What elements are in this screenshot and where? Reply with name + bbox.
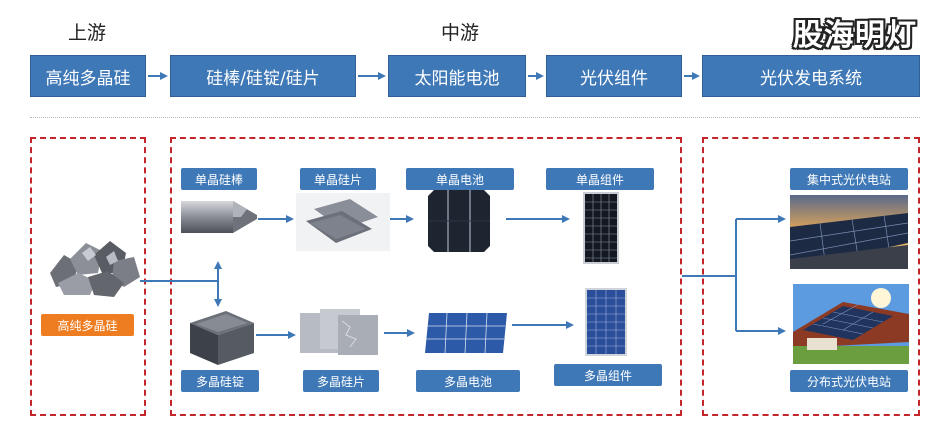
stage-label-downstream: 下游 (797, 22, 836, 44)
chain-step-silicon-rod-ingot-wafer: 硅棒/硅锭/硅片 (170, 55, 356, 97)
mono-rod-label: 单晶硅棒 (181, 168, 257, 190)
mono-silicon-wafer-image (296, 193, 390, 251)
polysilicon-chunks-image (50, 241, 140, 297)
distributed-pv-station-image (793, 284, 909, 364)
centralized-station-label: 集中式光伏电站 (790, 168, 908, 190)
polysilicon-label: 高纯多晶硅 (41, 314, 134, 336)
stage-label-midstream: 中游 (441, 22, 480, 44)
watermark-logo: 股海明灯 (793, 18, 917, 53)
upstream-group-box (30, 137, 146, 416)
poly-solar-cell-image (425, 313, 507, 353)
mono-pv-module-image (583, 192, 619, 264)
mono-solar-cell-image (428, 190, 490, 252)
centralized-pv-station-image (790, 195, 908, 269)
distributed-station-label: 分布式光伏电站 (790, 370, 908, 392)
mono-cell-label: 单晶电池 (406, 168, 514, 190)
divider-line (30, 117, 920, 118)
poly-silicon-wafer-image (300, 309, 378, 355)
chain-step-solar-cell: 太阳能电池 (388, 55, 526, 97)
poly-pv-module-image (585, 288, 627, 356)
midstream-group-box (170, 137, 682, 416)
poly-ingot-label: 多晶硅锭 (181, 370, 259, 392)
stage-label-upstream: 上游 (68, 22, 107, 44)
chain-step-polysilicon: 高纯多晶硅 (30, 55, 146, 97)
mono-module-label: 单晶组件 (546, 168, 654, 190)
poly-module-label: 多晶组件 (554, 364, 662, 386)
poly-wafer-label: 多晶硅片 (303, 370, 379, 392)
poly-cell-label: 多晶电池 (416, 370, 520, 392)
chain-step-pv-system: 光伏发电系统 (702, 55, 920, 97)
poly-silicon-ingot-image (190, 311, 254, 365)
mono-silicon-rod-image (181, 201, 257, 233)
chain-step-pv-module: 光伏组件 (546, 55, 682, 97)
mono-wafer-label: 单晶硅片 (300, 168, 376, 190)
